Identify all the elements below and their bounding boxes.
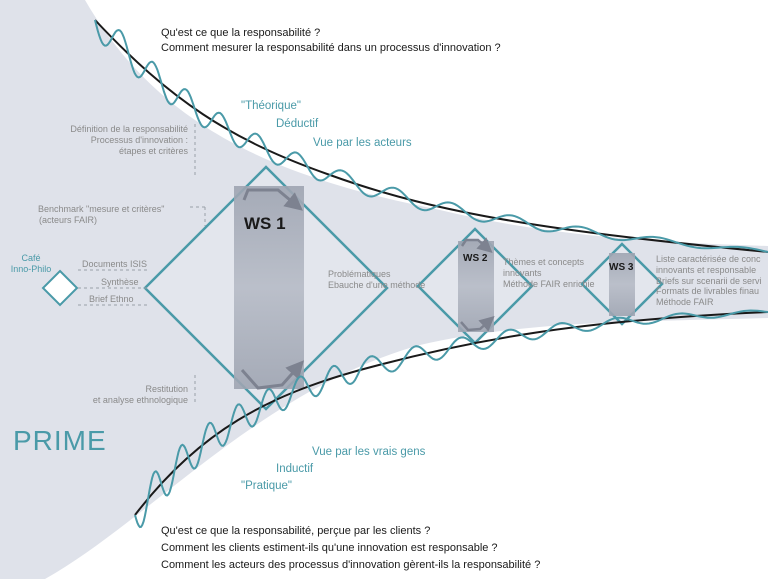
ws1-title: WS 1 — [244, 214, 286, 233]
bottom-mode-label: "Pratique" — [241, 480, 292, 492]
top-question-2: Comment mesurer la responsabilité dans u… — [161, 42, 501, 54]
top-wave — [94, 19, 768, 253]
input-synthese: Synthèse — [101, 277, 139, 287]
top-reasoning-label: Déductif — [276, 118, 319, 130]
ws2-title: WS 2 — [463, 253, 488, 264]
bottom-question-2: Comment les clients estiment-ils qu'une … — [161, 542, 498, 554]
ws1-column — [234, 186, 304, 389]
ws3-column — [609, 253, 635, 316]
bottom-view-label: Vue par les vrais gens — [312, 446, 426, 458]
input-brief-ethno: Brief Ethno — [89, 294, 134, 304]
bottom-reasoning-label: Inductif — [276, 463, 314, 475]
bottom-question-3: Comment les acteurs des processus d'inno… — [161, 559, 541, 571]
bottom-wave — [134, 309, 768, 529]
top-view-label: Vue par les acteurs — [313, 137, 412, 149]
cafe-label: Café Inno-Philo — [10, 253, 52, 274]
bottom-question-1: Qu'est ce que la responsabilité, perçue … — [161, 525, 431, 537]
ws2-arrow-bottom-icon — [460, 316, 495, 332]
cafe-diamond — [41, 269, 79, 307]
ws2-outputs: Thèmes et concepts innovants Méthode FAI… — [503, 257, 595, 289]
input-documents-isis: Documents ISIS — [82, 259, 148, 269]
benchmark-label: Benchmark "mesure et critères" (acteurs … — [38, 204, 165, 225]
top-question-1: Qu'est ce que la responsabilité ? — [161, 27, 321, 39]
definition-label: Définition de la responsabilité Processu… — [70, 124, 188, 156]
dashed-leaders — [78, 124, 206, 405]
ws3-outputs: Liste caractérisée de conc innovants et … — [656, 254, 762, 308]
top-curve — [94, 19, 768, 253]
ws1-arrow-top-icon — [242, 188, 303, 211]
ws3-title: WS 3 — [609, 262, 634, 273]
ws1-outputs: Problématiques Ebauche d'une méthode — [328, 269, 426, 290]
restitution-label: Restitution et analyse ethnologique — [92, 384, 188, 405]
ws2-arrow-top-icon — [460, 237, 493, 253]
bottom-curve — [134, 311, 768, 516]
brand-prime: PRIME — [13, 425, 107, 456]
top-mode-label: "Théorique" — [241, 100, 301, 112]
ws1-arrow-bottom-icon — [240, 360, 304, 390]
